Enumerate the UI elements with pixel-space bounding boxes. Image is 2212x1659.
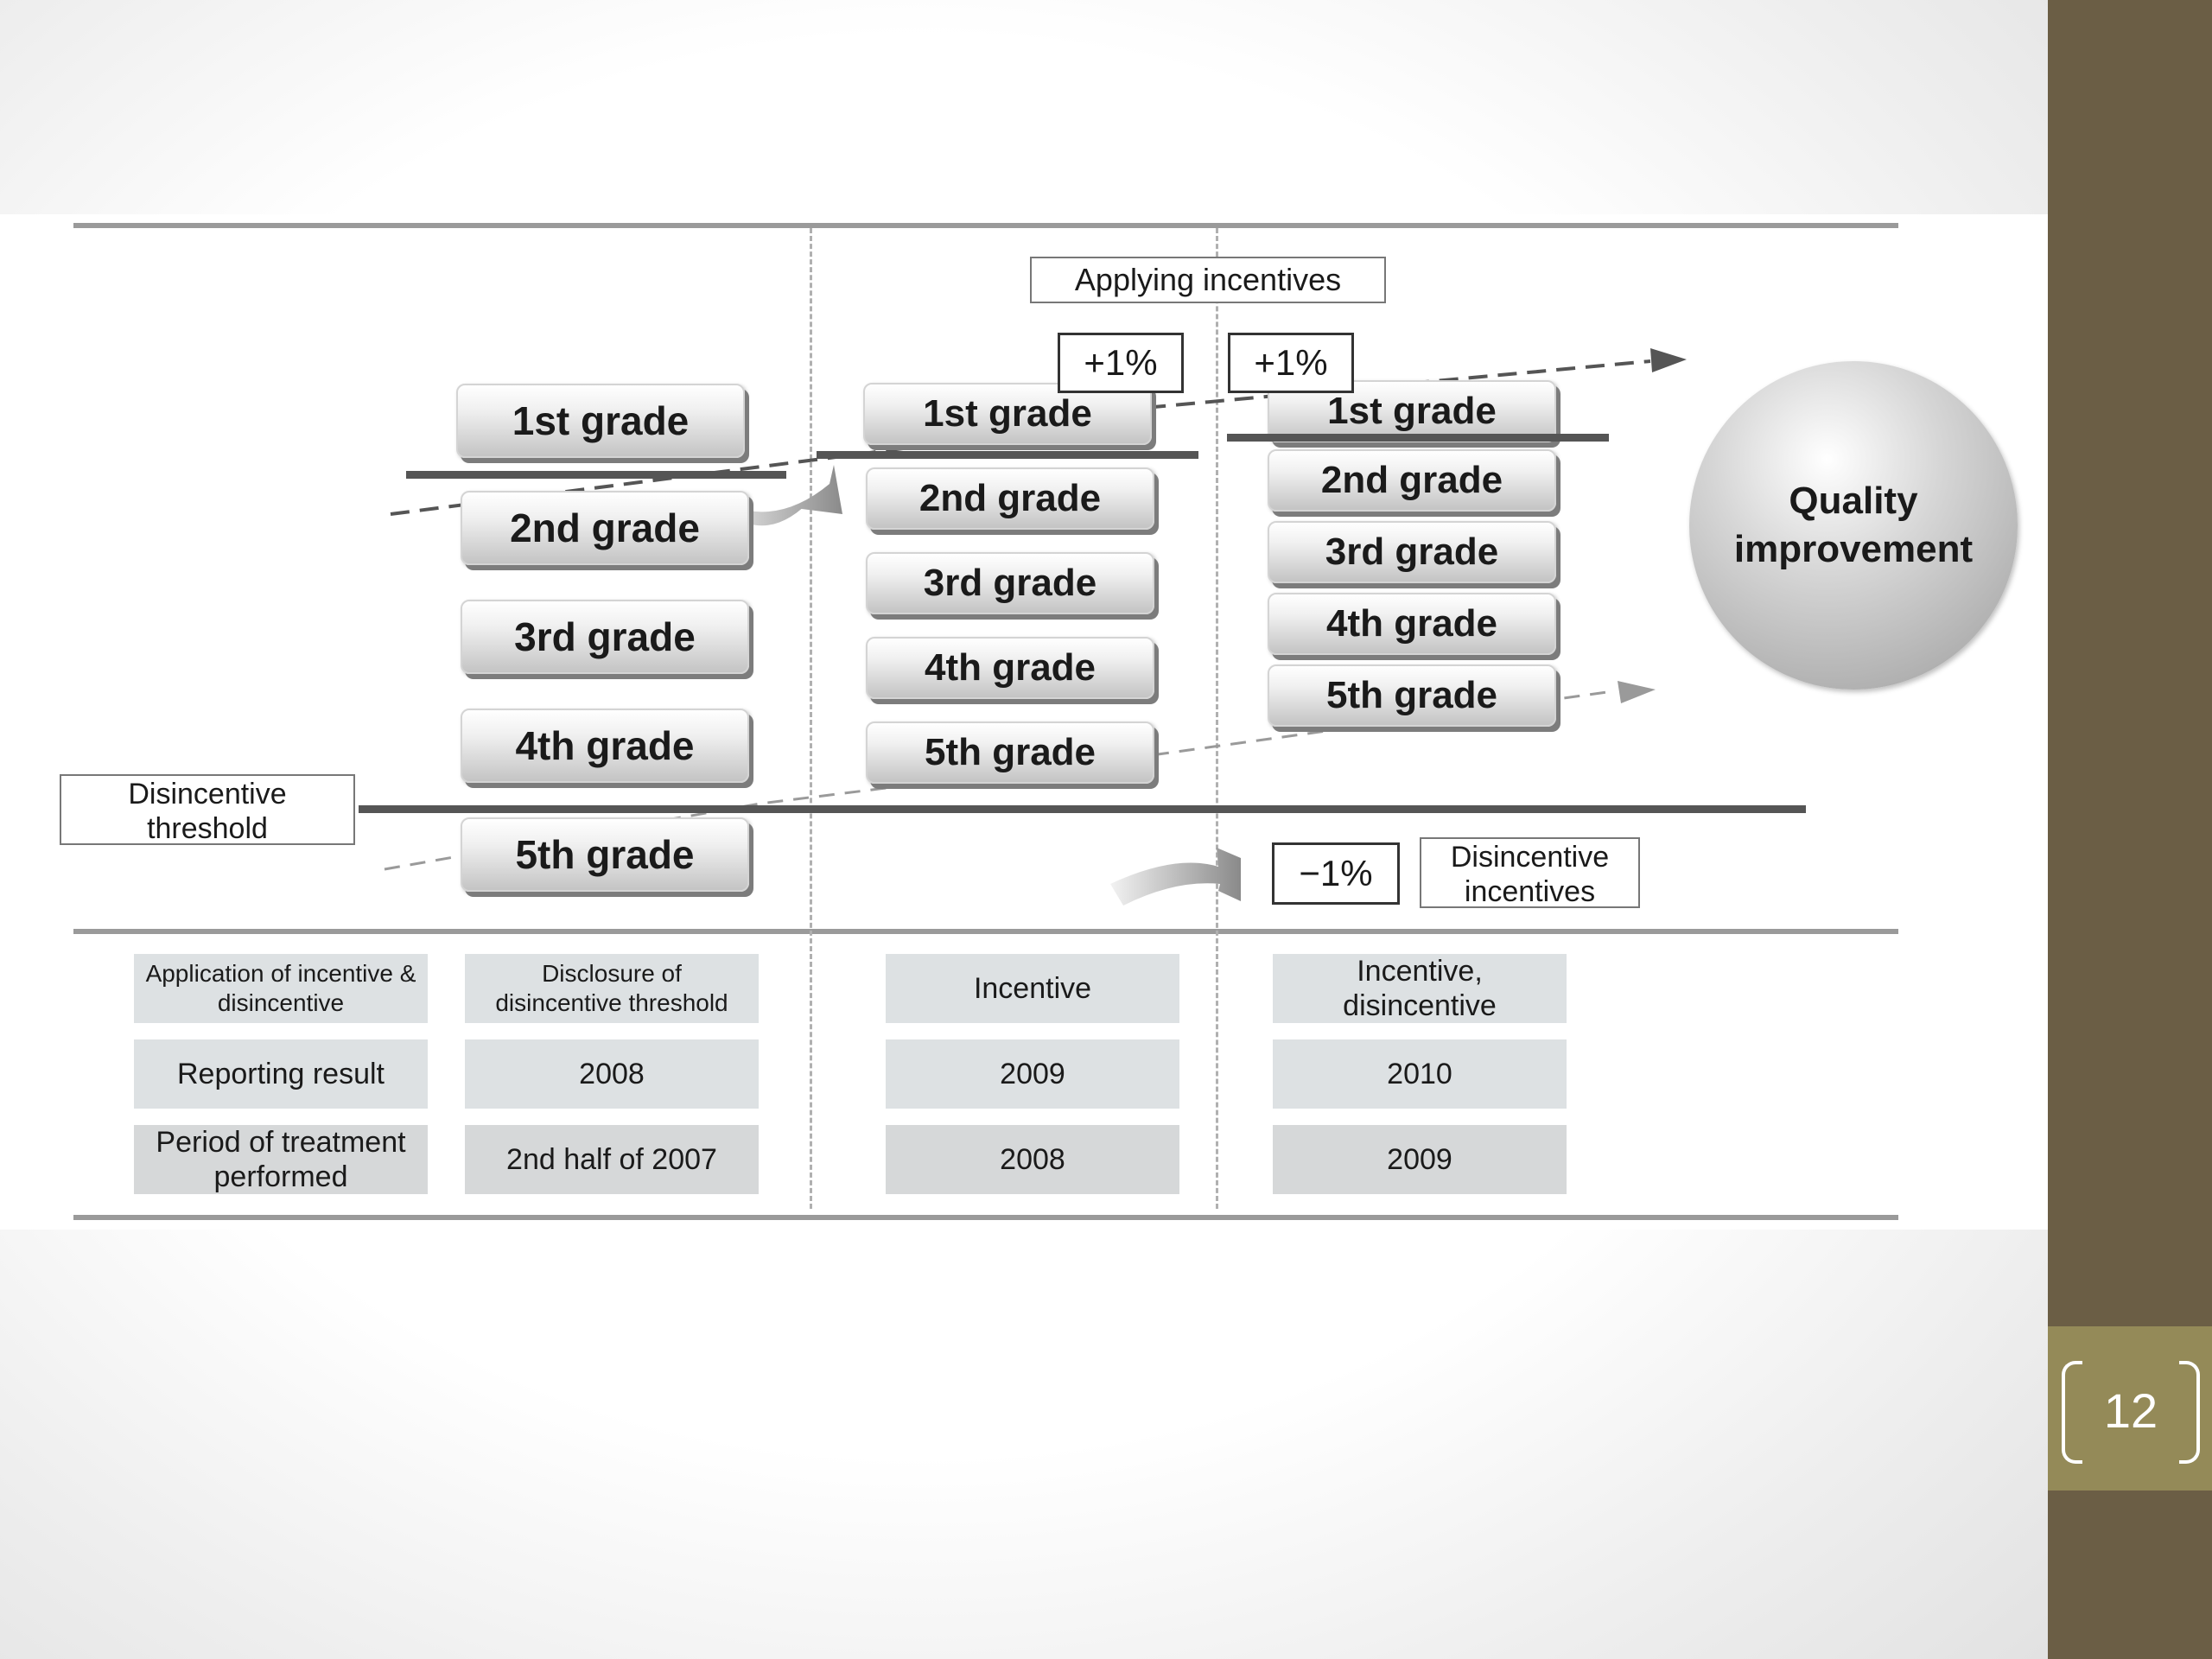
col3-grade-3: 3rd grade: [1268, 521, 1556, 583]
column-separator-2: [1216, 228, 1218, 1209]
top-rule: [73, 223, 1898, 228]
minus-one-percent: −1%: [1272, 842, 1400, 905]
col1-incentive-bar: [406, 471, 786, 479]
col2-grade-3: 3rd grade: [866, 552, 1154, 614]
upper-trend-arrowhead: [1650, 348, 1687, 372]
applying-incentives-label: Applying incentives: [1030, 257, 1386, 303]
table-cell-1-1: Disclosure of disincentive threshold: [465, 954, 759, 1023]
table-row-header-1-text: Application of incentive & disincentive: [145, 960, 416, 1016]
table-cell-2-3-text: 2010: [1387, 1058, 1452, 1090]
table-cell-3-2-text: 2008: [1000, 1143, 1065, 1176]
table-cell-2-1: 2008: [465, 1039, 759, 1109]
lower-trend-arrowhead: [1618, 681, 1656, 703]
table-cell-3-3-text: 2009: [1387, 1143, 1452, 1176]
table-cell-3-1: 2nd half of 2007: [465, 1125, 759, 1194]
col3-grade-5: 5th grade: [1268, 664, 1556, 727]
col1-grade-4: 4th grade: [461, 709, 749, 783]
table-cell-1-1-text: Disclosure of disincentive threshold: [495, 960, 728, 1016]
col2-grade-4: 4th grade: [866, 637, 1154, 699]
disincentive-incentives-label: Disincentive incentives: [1420, 837, 1640, 908]
col2-incentive-bar: [817, 451, 1198, 459]
col1-grade-1: 1st grade: [456, 384, 745, 458]
col3-grade-2: 2nd grade: [1268, 449, 1556, 512]
col2-grade-5: 5th grade: [866, 721, 1154, 784]
table-cell-1-3-text: Incentive, disincentive: [1343, 955, 1497, 1022]
disincentive-threshold-line: [359, 805, 1806, 813]
table-cell-3-1-text: 2nd half of 2007: [506, 1143, 717, 1176]
table-row-header-1: Application of incentive & disincentive: [134, 954, 428, 1023]
curved-arrow-lower: [1110, 848, 1241, 906]
col1-grade-3: 3rd grade: [461, 600, 749, 674]
quality-improvement-label: Quality improvement: [1733, 480, 1974, 570]
table-cell-2-2-text: 2009: [1000, 1058, 1065, 1090]
table-row-header-2-text: Reporting result: [176, 1058, 385, 1090]
col2-grade-2: 2nd grade: [866, 467, 1154, 530]
table-cell-2-1-text: 2008: [579, 1058, 645, 1090]
col1-grade-5: 5th grade: [461, 817, 749, 892]
table-cell-1-2: Incentive: [886, 954, 1179, 1023]
table-cell-3-2: 2008: [886, 1125, 1179, 1194]
table-row-header-3: Period of treatment performed: [134, 1125, 428, 1194]
table-row-header-2: Reporting result: [134, 1039, 428, 1109]
col3-incentive-bar: [1227, 434, 1609, 442]
incentive-diagram: 1st grade 2nd grade 3rd grade 4th grade …: [0, 214, 2048, 1230]
table-cell-1-3: Incentive, disincentive: [1273, 954, 1567, 1023]
page-number: 12: [2062, 1361, 2200, 1464]
col2-grade-1: 1st grade: [863, 383, 1152, 445]
quality-improvement-circle: Quality improvement: [1689, 361, 2018, 690]
plus-one-percent-col2: +1%: [1058, 333, 1184, 393]
table-row-header-3-text: Period of treatment performed: [156, 1126, 406, 1193]
middle-rule: [73, 929, 1898, 934]
bottom-rule: [73, 1215, 1898, 1220]
column-separator-1: [810, 228, 812, 1209]
disincentive-threshold-label: Disincentive threshold: [60, 774, 355, 845]
col3-grade-4: 4th grade: [1268, 593, 1556, 655]
col1-grade-2: 2nd grade: [461, 491, 749, 565]
table-cell-2-3: 2010: [1273, 1039, 1567, 1109]
table-cell-1-2-text: Incentive: [973, 972, 1092, 1005]
plus-one-percent-col3: +1%: [1228, 333, 1354, 393]
table-cell-3-3: 2009: [1273, 1125, 1567, 1194]
table-cell-2-2: 2009: [886, 1039, 1179, 1109]
